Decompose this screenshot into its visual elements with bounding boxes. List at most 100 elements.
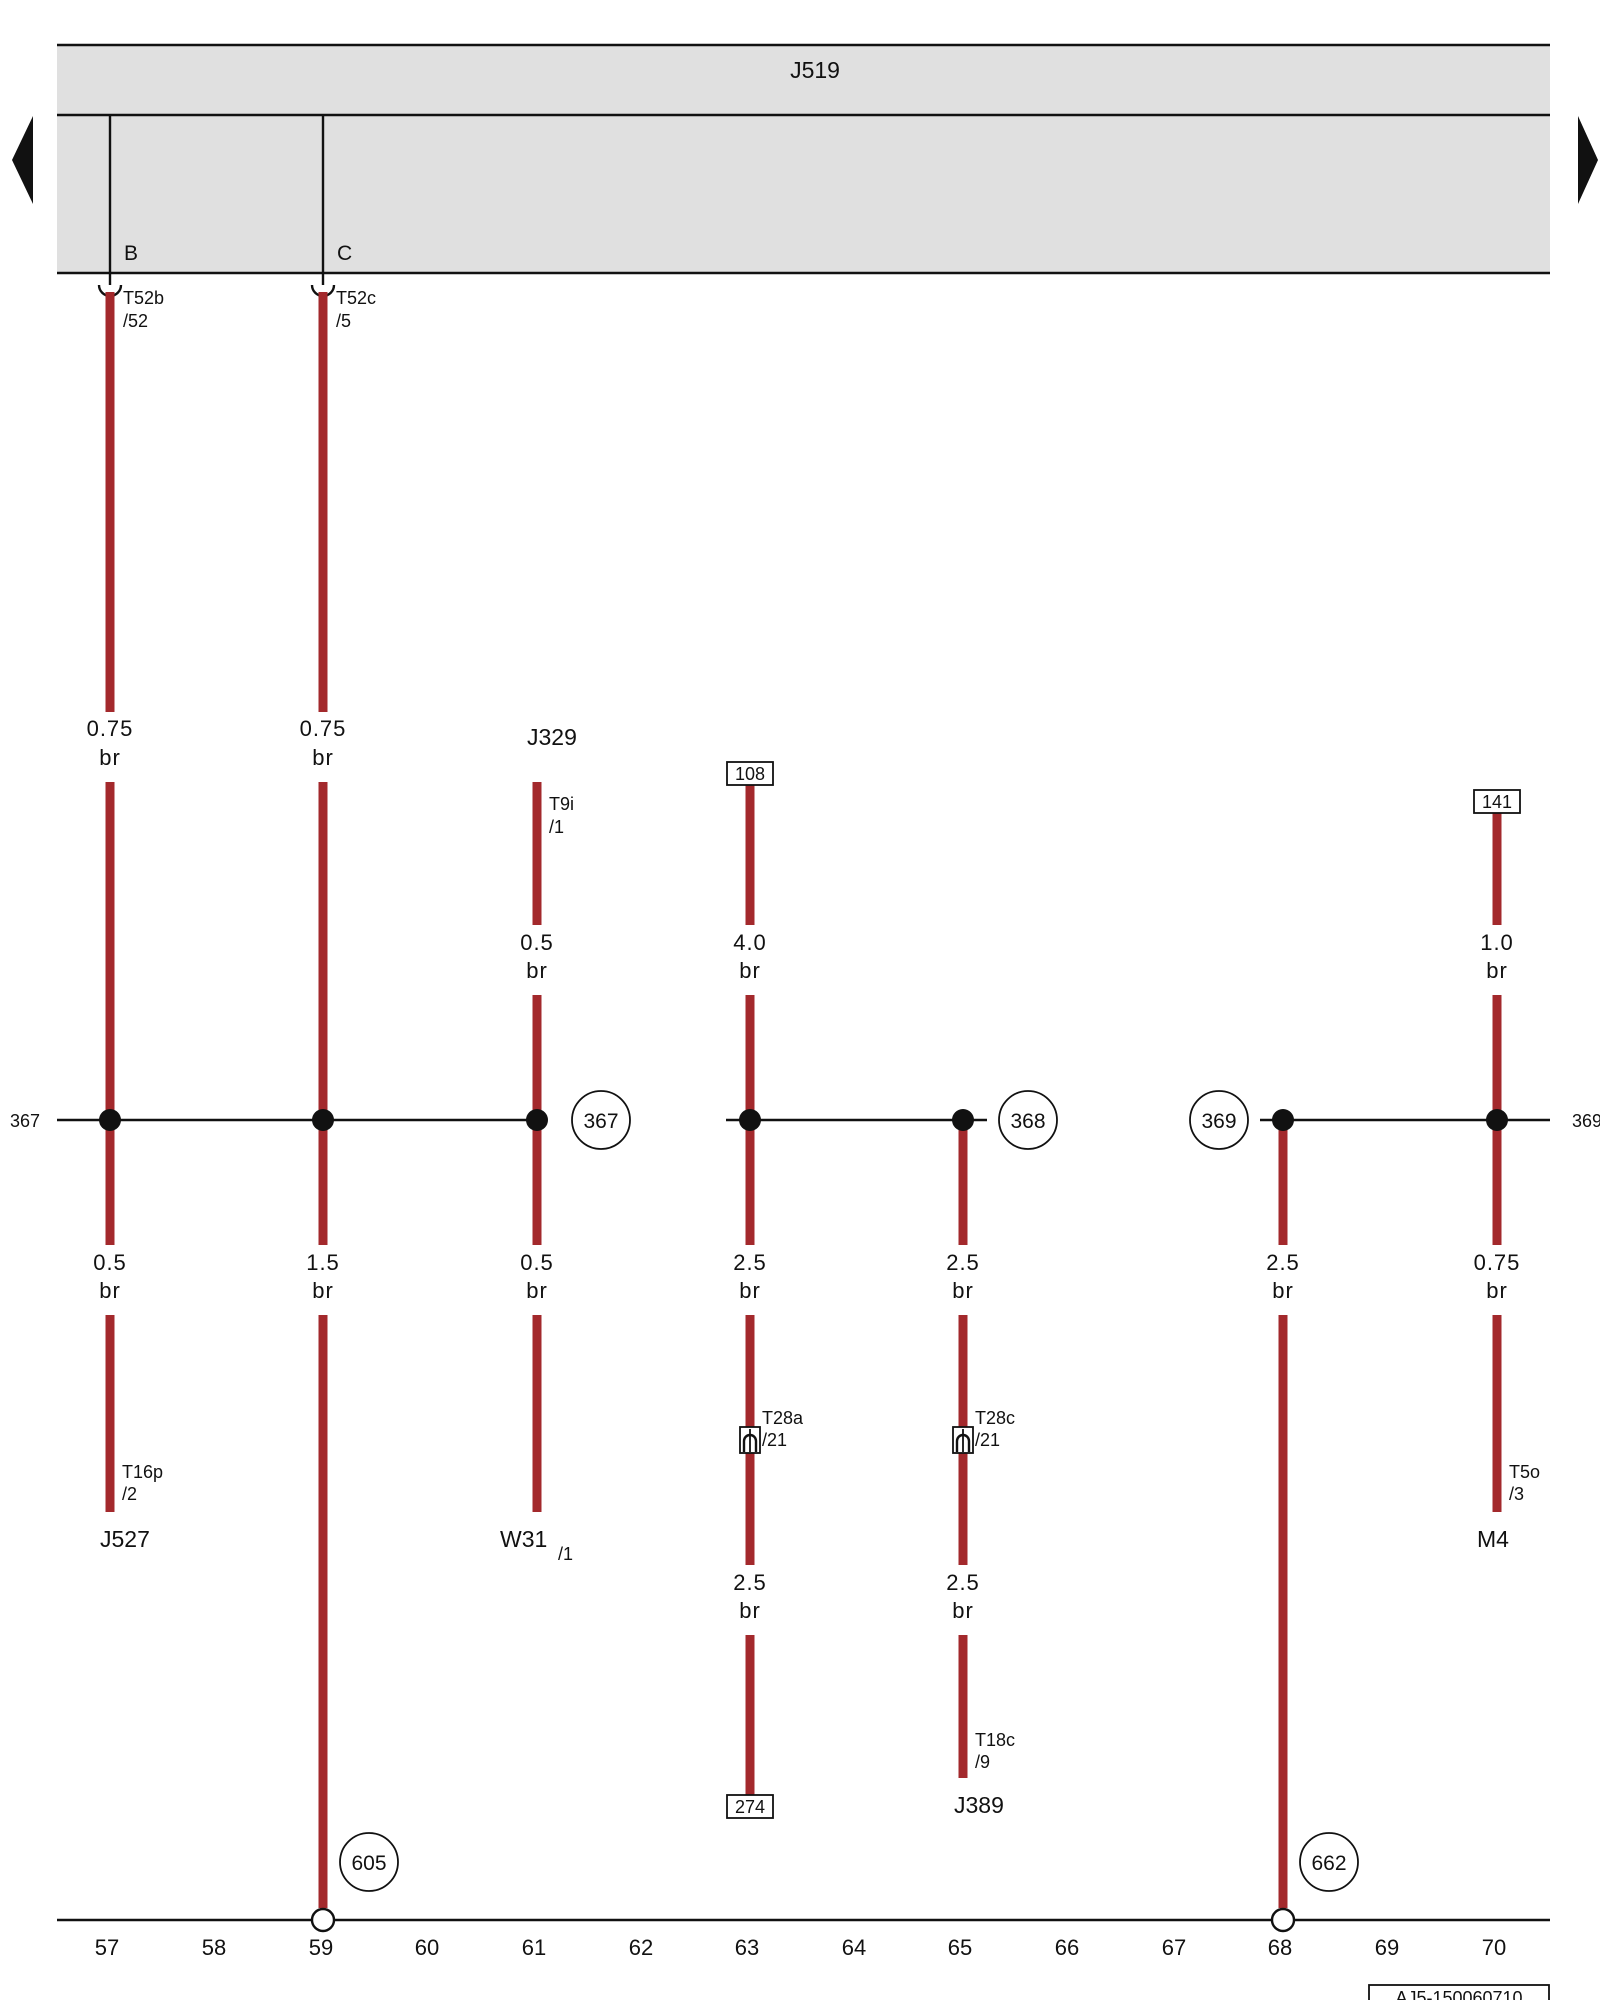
svg-text:1.5: 1.5: [306, 1250, 340, 1275]
svg-text:/21: /21: [975, 1430, 1000, 1450]
svg-text:274: 274: [735, 1797, 765, 1817]
component-labels: J329 J527 W31 /1 J389 M4: [100, 724, 1509, 1818]
splice-dot: [526, 1109, 548, 1131]
svg-text:64: 64: [842, 1935, 866, 1960]
svg-text:T16p: T16p: [122, 1462, 163, 1482]
svg-text:T52b: T52b: [123, 288, 164, 308]
svg-text:0.75: 0.75: [300, 716, 347, 741]
svg-text:/3: /3: [1509, 1484, 1524, 1504]
component-j527: J527: [100, 1526, 150, 1552]
svg-text:br: br: [526, 1278, 548, 1303]
svg-text:/9: /9: [975, 1752, 990, 1772]
svg-text:br: br: [739, 1598, 761, 1623]
svg-text:T28c: T28c: [975, 1408, 1015, 1428]
ground-point: [1270, 1907, 1296, 1933]
svg-text:65: 65: [948, 1935, 972, 1960]
ref-box-141[interactable]: 141: [1473, 789, 1521, 814]
svg-text:60: 60: [415, 1935, 439, 1960]
svg-text:br: br: [312, 745, 334, 770]
component-m4: M4: [1477, 1526, 1509, 1552]
svg-text:br: br: [312, 1278, 334, 1303]
svg-text:br: br: [739, 1278, 761, 1303]
control-unit-j519: J519: [57, 43, 1550, 275]
ref-box-274[interactable]: 274: [726, 1794, 774, 1819]
splice-dot: [1272, 1109, 1294, 1131]
ref-circle-368[interactable]: 368: [998, 1090, 1058, 1150]
ground-point: [310, 1907, 336, 1933]
svg-text:T28a: T28a: [762, 1408, 804, 1428]
previous-page-arrow-icon[interactable]: [12, 116, 33, 204]
svg-text:/5: /5: [336, 311, 351, 331]
svg-text:br: br: [1486, 1278, 1508, 1303]
svg-text:63: 63: [735, 1935, 759, 1960]
svg-text:/2: /2: [122, 1484, 137, 1504]
svg-text:58: 58: [202, 1935, 226, 1960]
svg-text:68: 68: [1268, 1935, 1292, 1960]
svg-text:62: 62: [629, 1935, 653, 1960]
svg-text:70: 70: [1482, 1935, 1506, 1960]
svg-text:141: 141: [1482, 792, 1512, 812]
svg-text:61: 61: [522, 1935, 546, 1960]
splice-dot: [952, 1109, 974, 1131]
svg-text:br: br: [526, 958, 548, 983]
pin-c-label: C: [337, 242, 352, 265]
svg-text:67: 67: [1162, 1935, 1186, 1960]
svg-text:662: 662: [1311, 1852, 1346, 1875]
svg-text:367: 367: [583, 1110, 618, 1133]
svg-text:0.5: 0.5: [93, 1250, 127, 1275]
svg-text:2.5: 2.5: [733, 1250, 767, 1275]
doc-id-box: AJ5-150060710: [1368, 1984, 1550, 2000]
svg-text:/52: /52: [123, 311, 148, 331]
ref-circle-369[interactable]: 369: [1189, 1090, 1249, 1150]
splice-dot: [312, 1109, 334, 1131]
svg-text:108: 108: [735, 764, 765, 784]
svg-text:T9i: T9i: [549, 794, 574, 814]
component-j329: J329: [527, 724, 577, 750]
svg-text:4.0: 4.0: [733, 930, 767, 955]
svg-text:0.5: 0.5: [520, 1250, 554, 1275]
svg-text:br: br: [1272, 1278, 1294, 1303]
pin-b-label: B: [124, 242, 138, 265]
svg-text:66: 66: [1055, 1935, 1079, 1960]
svg-text:369: 369: [1201, 1110, 1236, 1133]
splice-dot: [1486, 1109, 1508, 1131]
svg-text:59: 59: [309, 1935, 333, 1960]
edge-ref-left: 367: [10, 1111, 40, 1131]
svg-text:T5o: T5o: [1509, 1462, 1540, 1482]
component-w31-pin: /1: [558, 1544, 573, 1564]
edge-ref-right: 369: [1572, 1111, 1600, 1131]
svg-text:T18c: T18c: [975, 1730, 1015, 1750]
svg-text:57: 57: [95, 1935, 119, 1960]
svg-text:2.5: 2.5: [946, 1570, 980, 1595]
svg-text:69: 69: [1375, 1935, 1399, 1960]
svg-text:0.5: 0.5: [520, 930, 554, 955]
wire-labels: 0.75 br 0.75 br 0.5 br 4.0 br 1.0 br 0.5…: [87, 716, 1521, 1623]
splice-dot: [99, 1109, 121, 1131]
inline-connector-icon: [739, 1426, 761, 1454]
ref-box-108[interactable]: 108: [726, 761, 774, 786]
inline-connector-icon: [952, 1426, 974, 1454]
svg-text:2.5: 2.5: [733, 1570, 767, 1595]
connector-labels: T52b /52 T52c /5 T9i /1 T28a /21 T28c /2…: [122, 288, 1540, 1772]
svg-text:/1: /1: [549, 817, 564, 837]
ref-circle-367[interactable]: 367: [571, 1090, 631, 1150]
svg-text:/21: /21: [762, 1430, 787, 1450]
svg-text:1.0: 1.0: [1480, 930, 1514, 955]
ref-circle-662[interactable]: 662: [1299, 1832, 1359, 1892]
svg-text:605: 605: [351, 1852, 386, 1875]
component-j389: J389: [954, 1792, 1004, 1818]
next-page-arrow-icon[interactable]: [1578, 116, 1598, 204]
svg-text:T52c: T52c: [336, 288, 376, 308]
control-unit-label: J519: [790, 57, 840, 83]
component-w31: W31: [500, 1526, 547, 1552]
svg-text:br: br: [1486, 958, 1508, 983]
svg-text:br: br: [739, 958, 761, 983]
svg-text:AJ5-150060710: AJ5-150060710: [1395, 1988, 1522, 2000]
column-numbers: 57 58 59 60 61 62 63 64 65 66 67 68 69 7…: [95, 1935, 1506, 1960]
ref-circle-605[interactable]: 605: [339, 1832, 399, 1892]
svg-text:0.75: 0.75: [87, 716, 134, 741]
svg-text:br: br: [99, 1278, 121, 1303]
svg-text:0.75: 0.75: [1474, 1250, 1521, 1275]
svg-text:368: 368: [1010, 1110, 1045, 1133]
